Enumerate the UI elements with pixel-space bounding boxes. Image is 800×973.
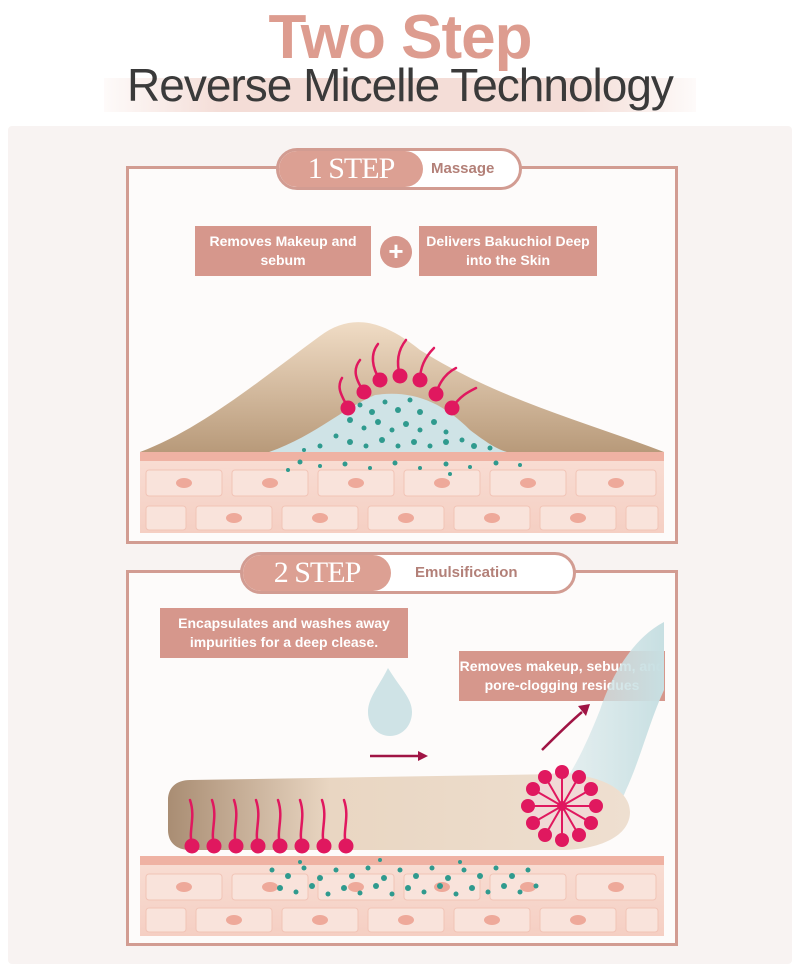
arrow-right-icon [370, 751, 428, 761]
water-stream [520, 622, 664, 850]
skin-cells-2 [145, 873, 659, 933]
step2-label: Emulsification [415, 564, 518, 581]
water-drop-icon [368, 668, 412, 736]
bakuchiol-particles [286, 397, 522, 476]
step1-number: 1 STEP [279, 151, 423, 187]
bakuchiol-particles-2 [269, 858, 539, 897]
arrow-up-right-icon [541, 704, 590, 751]
step2-pill: 2 STEP Emulsification [240, 552, 576, 594]
serum-layer [260, 393, 520, 455]
page-title: Two Step [268, 3, 533, 72]
oil-layer [140, 322, 664, 452]
oil-bar [168, 774, 630, 850]
plus-icon: + [380, 236, 412, 268]
skin-top-line-2 [140, 856, 664, 865]
step2-tag-left: Encapsulates and washes away impurities … [160, 608, 408, 658]
step2-number: 2 STEP [243, 555, 391, 591]
micelle-heads-step2 [184, 838, 354, 854]
step1-pill: 1 STEP Massage [276, 148, 522, 190]
page-subtitle: Reverse Micelle Technology [127, 59, 674, 111]
step1-label: Massage [431, 160, 495, 177]
micelle-cluster [521, 765, 603, 847]
skin-cell-nuclei [176, 478, 624, 523]
skin-top-line [140, 452, 664, 461]
micelle-heads-step1 [340, 368, 460, 416]
step1-tag-left: Removes Makeup and sebum [195, 226, 371, 276]
subtitle-band [104, 78, 696, 112]
step1-tag-right: Delivers Bakuchiol Deep into the Skin [419, 226, 597, 276]
